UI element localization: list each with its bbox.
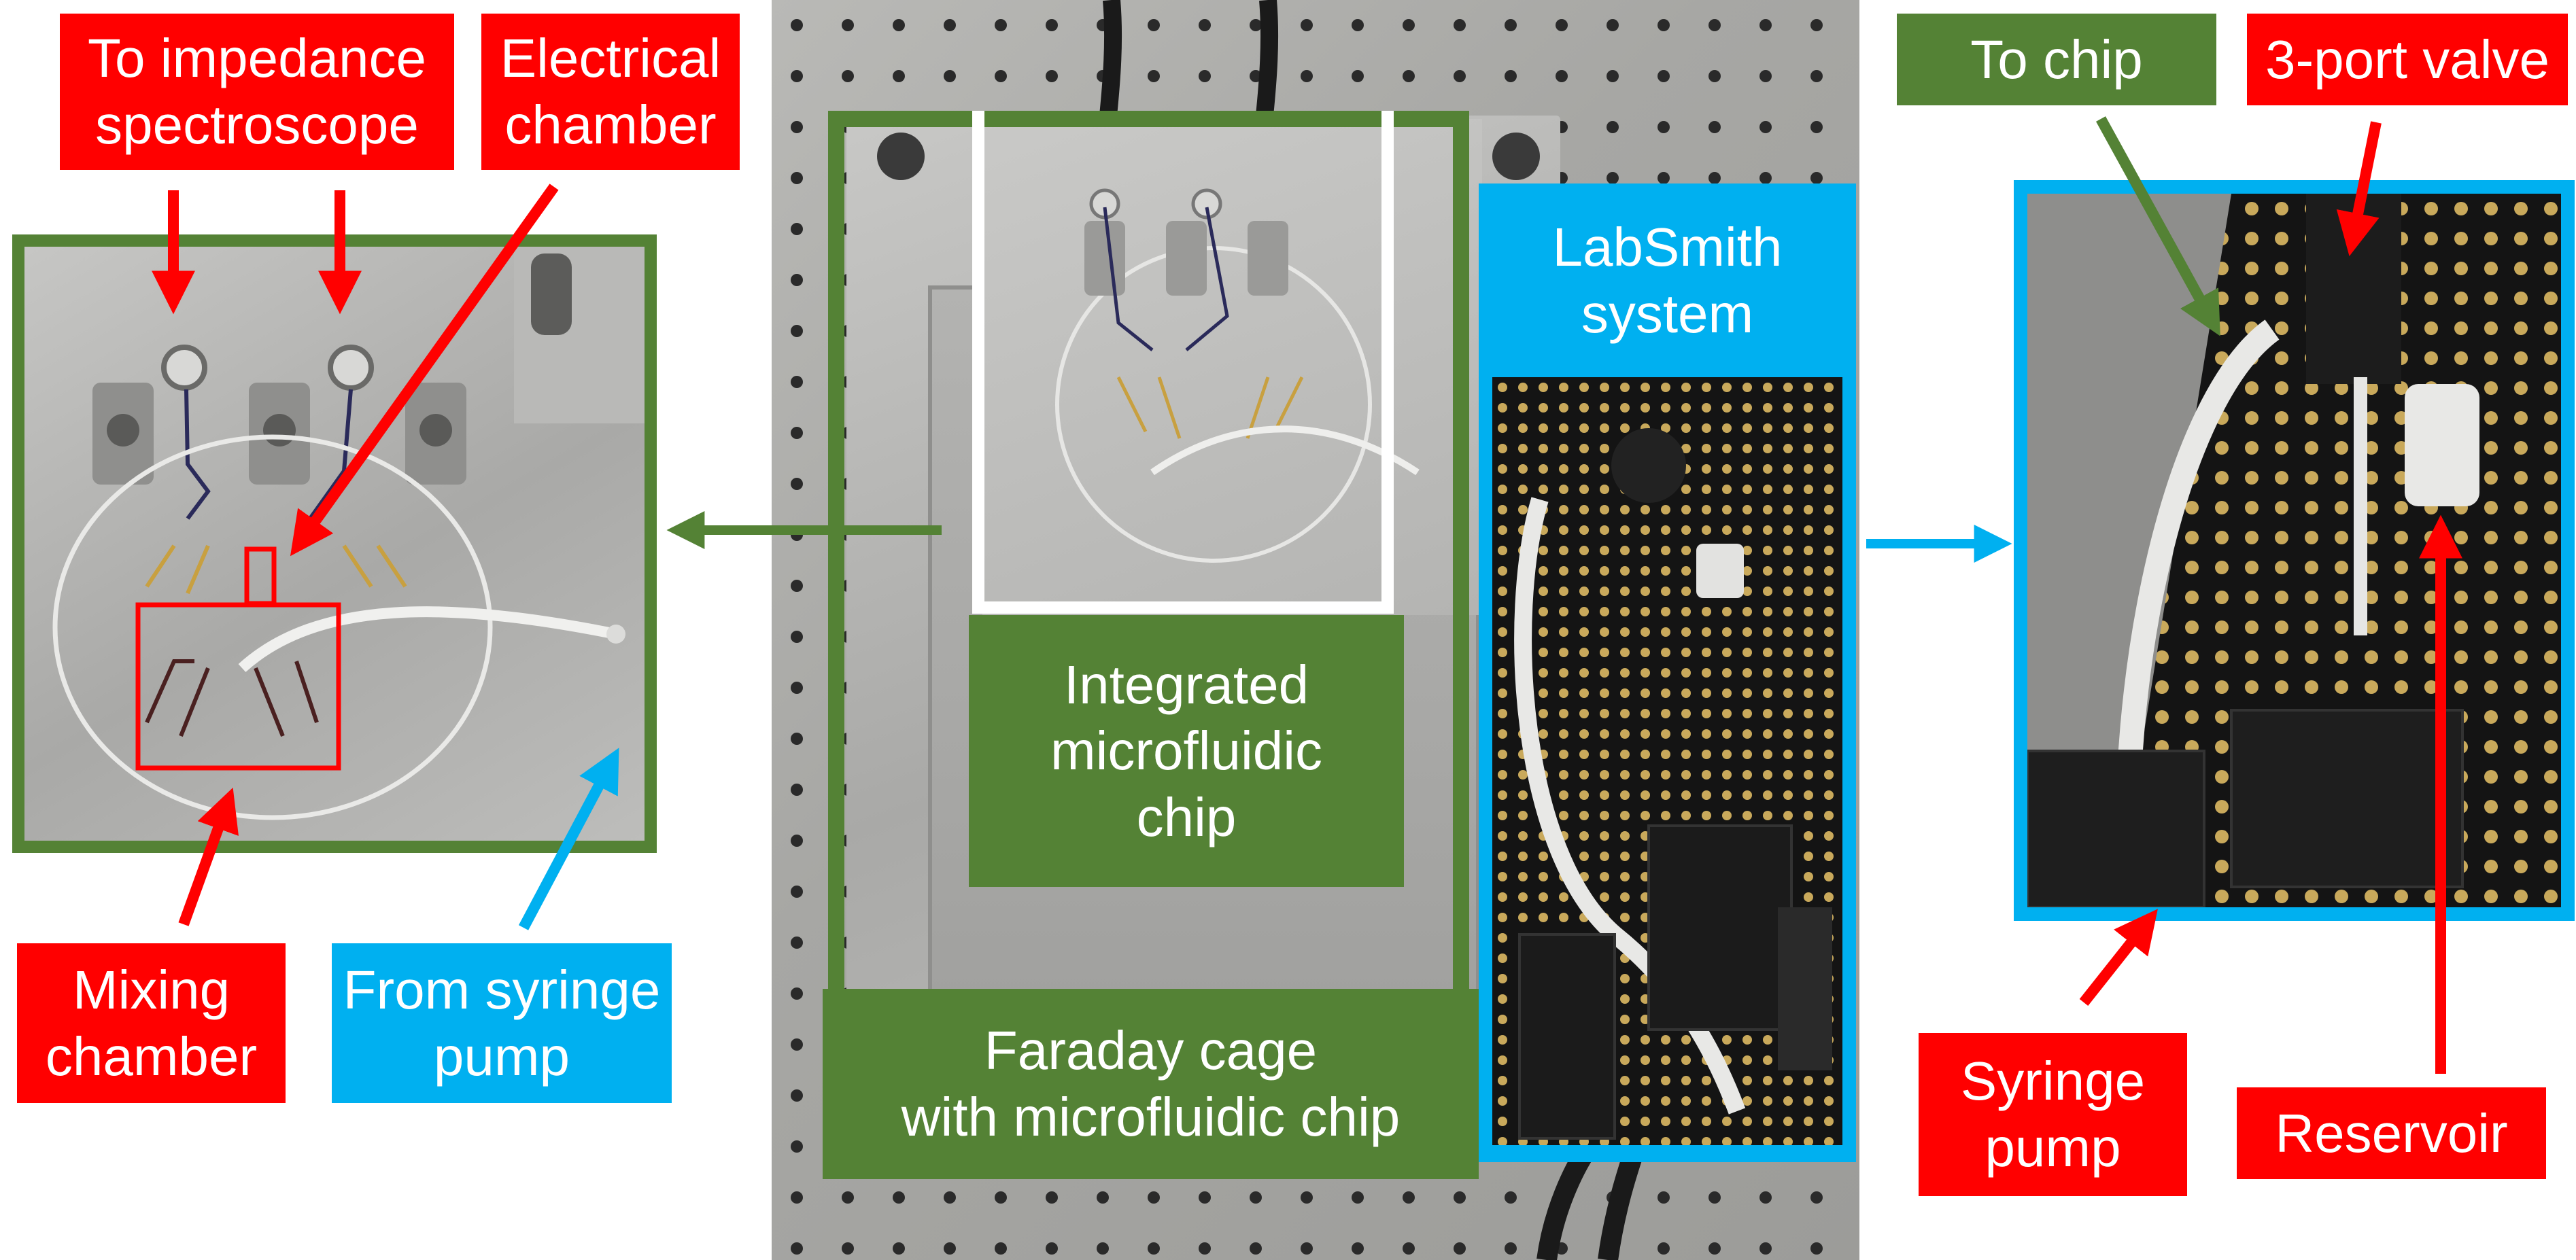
to-impedance-label: To impedance spectroscope [60, 14, 454, 170]
chip-inset-outline [972, 111, 1394, 614]
arrow-syringe-pump [2079, 909, 2158, 1006]
faraday-cage-label: Faraday cage with microfluidic chip [823, 989, 1479, 1179]
from-syringe-pump-label: From syringe pump [332, 943, 672, 1103]
right-photo [2027, 194, 2561, 907]
mixing-chamber-label: Mixing chamber [17, 943, 286, 1103]
arrow-electrical-chamber [290, 183, 559, 557]
arrow-mixing-chamber [178, 787, 239, 926]
arrow-three-port-valve [2336, 121, 2382, 256]
left-photo [24, 247, 645, 841]
mixing-chamber-box [135, 602, 341, 771]
left-photo-frame [12, 234, 657, 853]
right-photo-frame [2014, 180, 2575, 921]
labsmith-photo [1492, 377, 1842, 1145]
syringe-pump-label: Syringe pump [1919, 1033, 2187, 1196]
chip-inset-photo [982, 119, 1482, 615]
electrical-chamber-label: Electrical chamber [481, 14, 740, 170]
reservoir-label: Reservoir [2237, 1087, 2546, 1179]
integrated-chip-label: Integrated microfluidic chip [969, 615, 1404, 887]
arrow-from-syringe [518, 748, 619, 930]
labsmith-system-label: LabSmith system [1479, 183, 1856, 377]
three-port-valve-label: 3-port valve [2247, 14, 2568, 105]
to-chip-label: To chip [1897, 14, 2216, 105]
arrow-to-chip [2095, 116, 2220, 336]
electrical-chamber-box [244, 546, 277, 606]
